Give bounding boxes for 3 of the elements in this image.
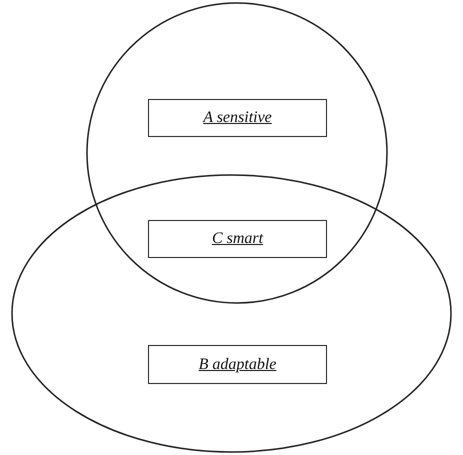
text-box: A sensitive — [148, 99, 327, 137]
text-box: B adaptable — [148, 345, 327, 384]
text-box: C smart — [148, 220, 327, 258]
